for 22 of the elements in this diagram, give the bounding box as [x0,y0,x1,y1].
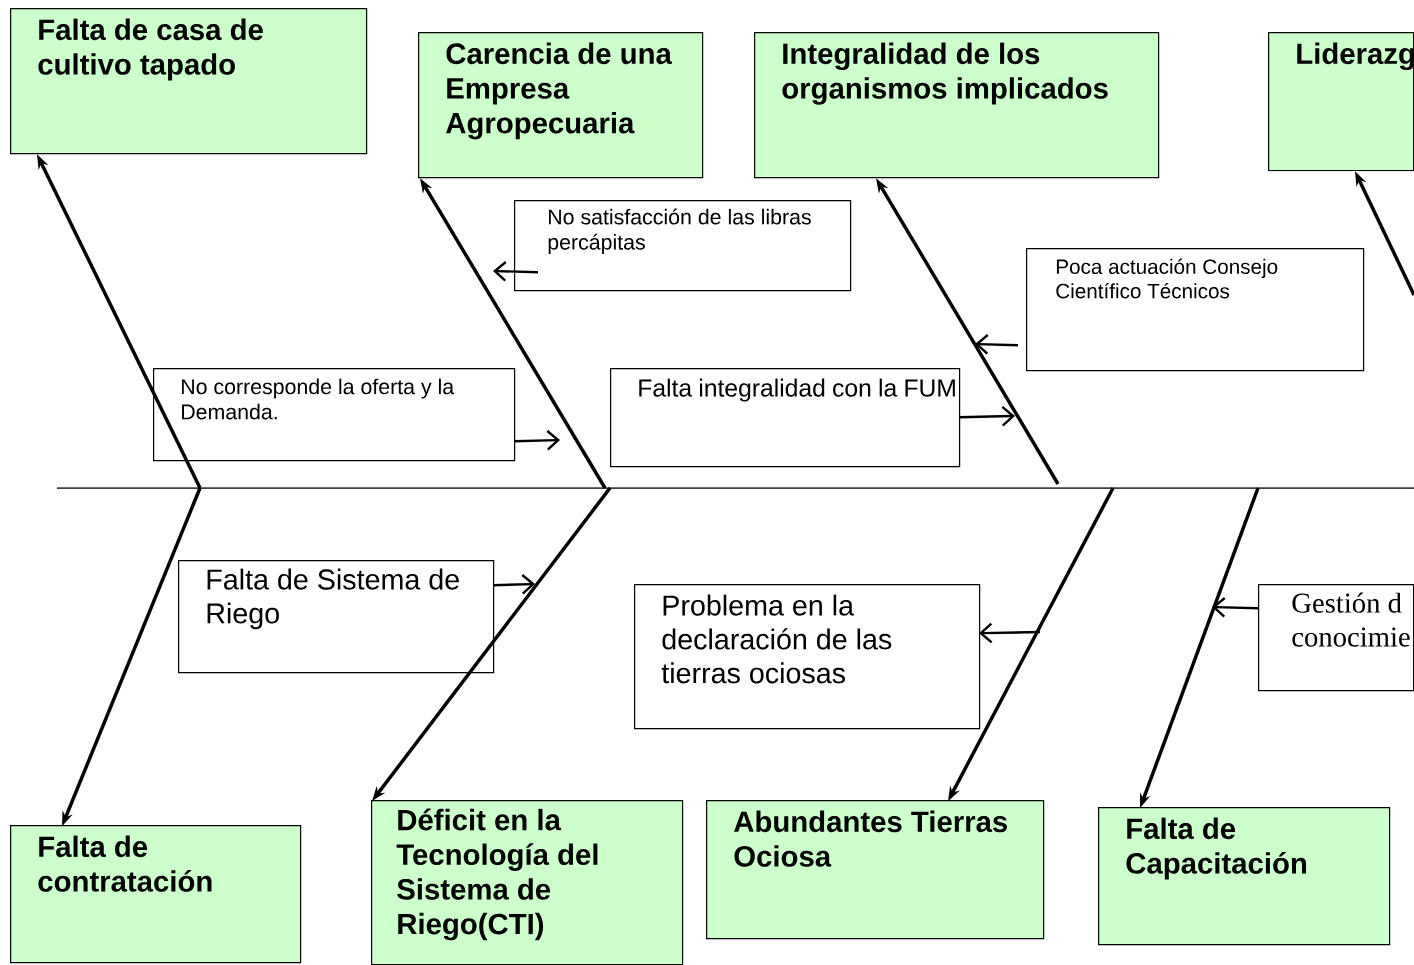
cause-box: Falta de contratación [10,825,302,964]
cause-box: Falta de Capacitación [1098,807,1391,946]
cause-box: Abundantes Tierras Ociosa [706,800,1045,940]
sub-cause-box: Poca actuación Consejo Científico Técnicos [1026,248,1365,372]
sub-cause-box: Falta de Sistema de Riego [178,560,495,674]
arrow [975,334,1019,355]
cause-box: Integralidad de los organismos implicados [754,32,1160,179]
arrow [959,406,1015,427]
cause-box: Liderazg [1268,32,1414,172]
arrow [492,574,535,595]
cause-box: Déficit en la Tecnología del Sistema de Riego(CTI) [371,800,684,965]
arrow [513,430,560,451]
cause-box: Carencia de una Empresa Agropecuaria [418,32,704,179]
sub-cause-box: Problema en la declaración de las tierras ociosas [634,584,981,730]
sub-cause-box: Gestión d conocimie [1258,584,1414,692]
sub-cause-box: Falta integralidad con la FUM [610,368,961,468]
arrow [979,622,1041,644]
sub-cause-box: No corresponde la oferta y la Demanda. [153,368,516,462]
cause-box: Falta de casa de cultivo tapado [10,8,368,155]
arrow [493,261,539,282]
arrow [1212,597,1259,618]
sub-cause-box: No satisfacción de las libras percápitas [514,200,852,292]
